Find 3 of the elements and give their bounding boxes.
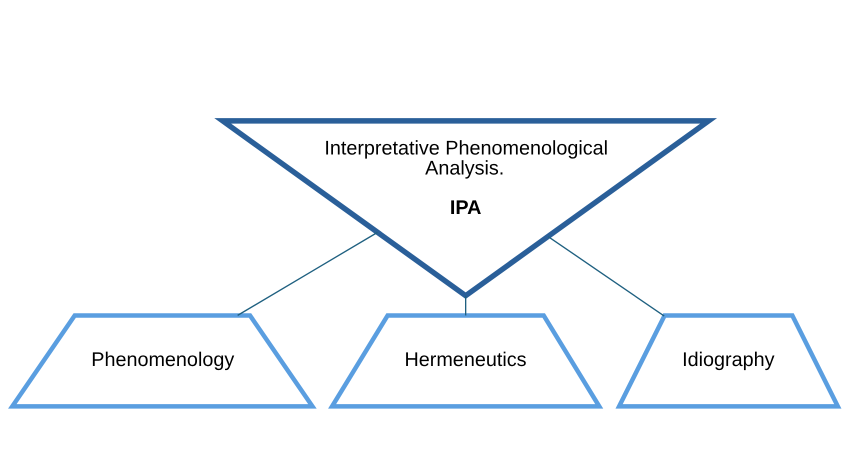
connector <box>548 235 665 316</box>
connector <box>464 295 466 315</box>
connector <box>237 231 378 316</box>
